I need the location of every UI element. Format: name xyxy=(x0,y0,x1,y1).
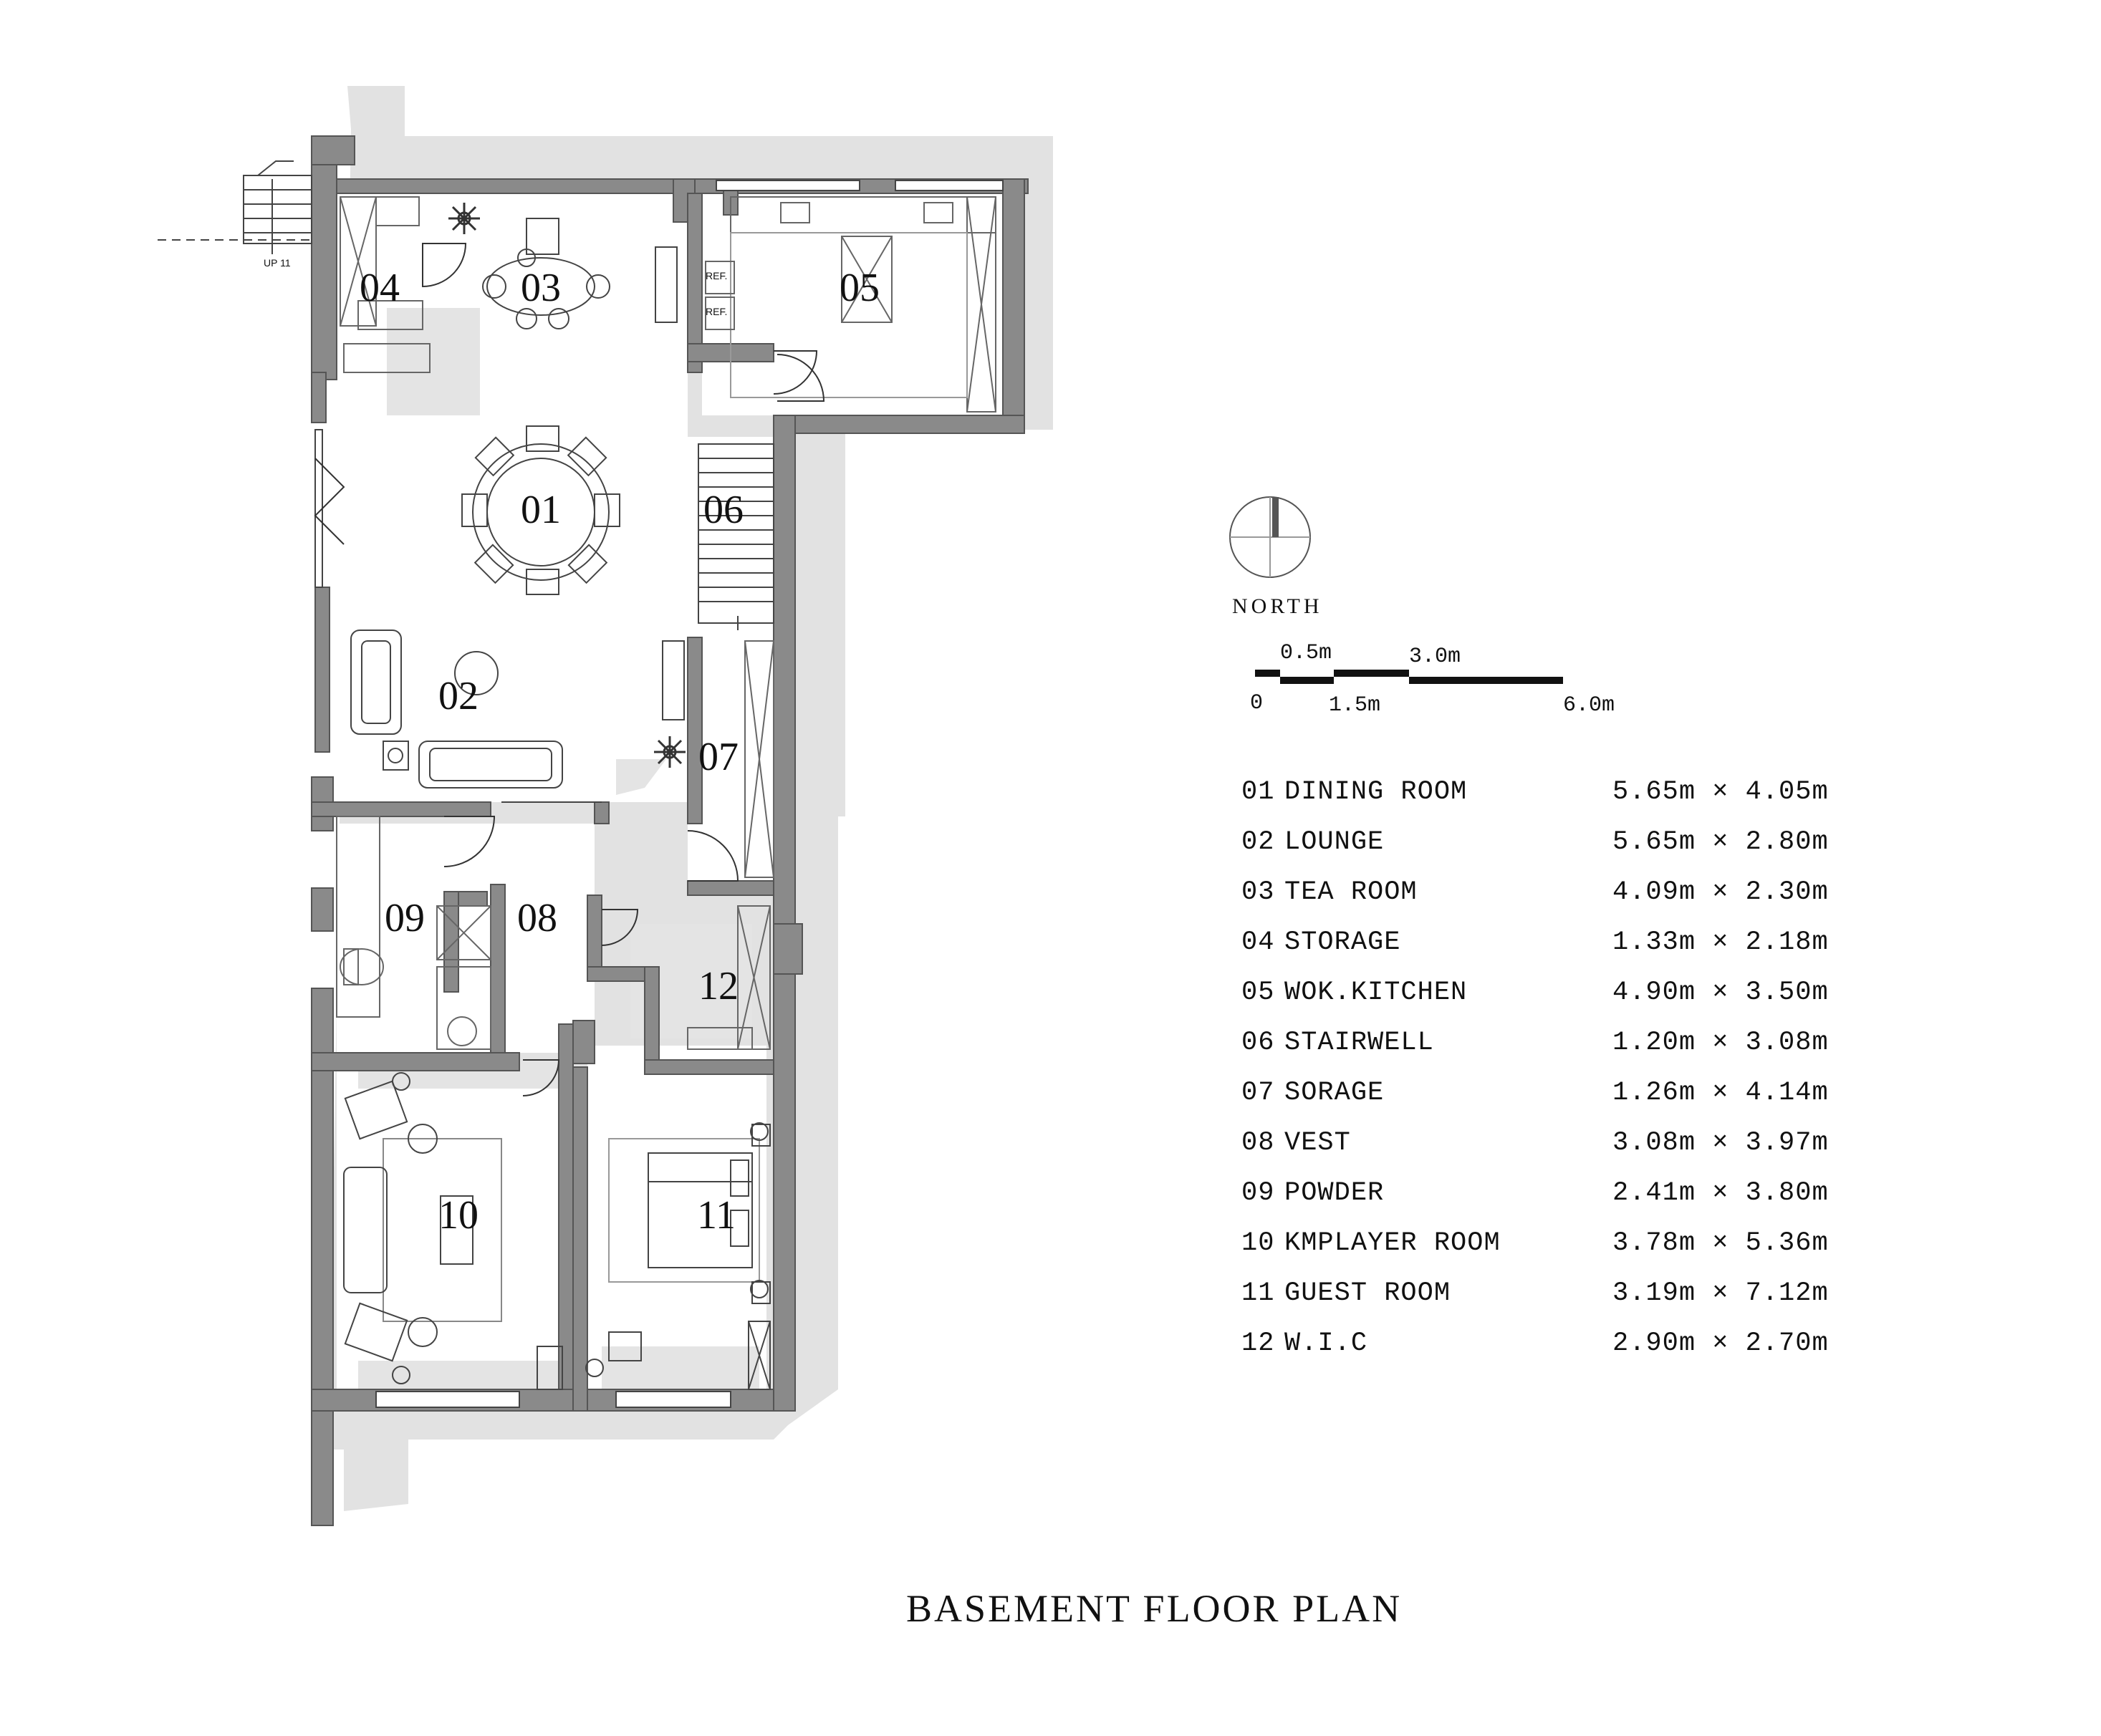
legend-row: 09 POWDER 2.41m × 3.80m xyxy=(1241,1178,1829,1228)
bed-icon xyxy=(585,1122,771,1390)
room-label-02: 02 xyxy=(438,674,479,718)
legend-code: 11 xyxy=(1241,1278,1275,1308)
wic-12-shelves xyxy=(687,905,771,1050)
room-label-04: 04 xyxy=(360,266,400,310)
round-table-icon xyxy=(461,425,620,595)
storage-04-cabinets xyxy=(340,196,431,373)
legend-name: VEST xyxy=(1284,1128,1351,1158)
legend-code: 02 xyxy=(1241,827,1275,857)
legend-code: 04 xyxy=(1241,927,1275,958)
legend-code: 08 xyxy=(1241,1128,1275,1158)
legend-name: W.I.C xyxy=(1284,1328,1368,1359)
legend-code: 05 xyxy=(1241,978,1275,1008)
legend-dims: 4.09m × 2.30m xyxy=(1612,877,1829,907)
room-legend: 01 DINING ROOM 5.65m × 4.05m 02 LOUNGE 5… xyxy=(1241,777,1829,1379)
legend-name: TEA ROOM xyxy=(1284,877,1418,907)
legend-code: 06 xyxy=(1241,1028,1275,1058)
legend-name: STAIRWELL xyxy=(1284,1028,1434,1058)
legend-row: 01 DINING ROOM 5.65m × 4.05m xyxy=(1241,777,1829,827)
scale-label-1-5m: 1.5m xyxy=(1329,693,1381,718)
legend-dims: 5.65m × 4.05m xyxy=(1612,777,1829,807)
room-label-11: 11 xyxy=(697,1193,736,1238)
room-label-03: 03 xyxy=(521,266,561,310)
room-label-06: 06 xyxy=(703,488,744,532)
north-label: NORTH xyxy=(1232,594,1323,618)
legend-dims: 2.41m × 3.80m xyxy=(1612,1178,1829,1208)
room-label-09: 09 xyxy=(385,896,425,940)
legend-row: 06 STAIRWELL 1.20m × 3.08m xyxy=(1241,1028,1829,1078)
scale-label-0-5m: 0.5m xyxy=(1280,641,1332,665)
room-label-05: 05 xyxy=(840,266,880,310)
legend-code: 01 xyxy=(1241,777,1275,807)
room-label-07: 07 xyxy=(698,735,739,779)
scale-label-3m: 3.0m xyxy=(1409,645,1461,669)
scale-bar xyxy=(1255,670,1563,684)
legend-name: LOUNGE xyxy=(1284,827,1385,857)
legend-row: 11 GUEST ROOM 3.19m × 7.12m xyxy=(1241,1278,1829,1328)
legend-dims: 1.26m × 4.14m xyxy=(1612,1078,1829,1108)
windows xyxy=(314,180,1004,1408)
legend-name: WOK.KITCHEN xyxy=(1284,978,1468,1008)
legend-code: 09 xyxy=(1241,1178,1275,1208)
legend-row: 04 STORAGE 1.33m × 2.18m xyxy=(1241,927,1829,978)
stair-note: UP 11 xyxy=(264,257,291,269)
scale-label-6m: 6.0m xyxy=(1563,693,1615,718)
legend-row: 07 SORAGE 1.26m × 4.14m xyxy=(1241,1078,1829,1128)
staircase-icon xyxy=(698,443,774,630)
room-10-furniture xyxy=(343,1072,563,1390)
legend-dims: 2.90m × 2.70m xyxy=(1612,1328,1829,1359)
tea-table-icon xyxy=(482,218,678,329)
room-label-01: 01 xyxy=(521,488,561,532)
appliance-label-1: REF. xyxy=(706,270,727,281)
legend-dims: 5.65m × 2.80m xyxy=(1612,827,1829,857)
legend-dims: 3.78m × 5.36m xyxy=(1612,1228,1829,1258)
kitchen-05-fixtures xyxy=(705,196,996,413)
legend-row: 10 KMPLAYER ROOM 3.78m × 5.36m xyxy=(1241,1228,1829,1278)
room-numbers: 01 02 03 04 05 06 07 08 09 10 11 12 xyxy=(360,266,880,1238)
legend-name: DINING ROOM xyxy=(1284,777,1468,807)
legend-code: 03 xyxy=(1241,877,1275,907)
legend-row: 08 VEST 3.08m × 3.97m xyxy=(1241,1128,1829,1178)
sofa-icon xyxy=(350,630,685,803)
legend-name: STORAGE xyxy=(1284,927,1401,958)
legend-name: SORAGE xyxy=(1284,1078,1385,1108)
legend-name: KMPLAYER ROOM xyxy=(1284,1228,1501,1258)
door-swing-icon xyxy=(314,243,825,1096)
plant-icon xyxy=(448,203,686,768)
legend-name: POWDER xyxy=(1284,1178,1385,1208)
room-label-08: 08 xyxy=(517,896,557,940)
legend-dims: 3.19m × 7.12m xyxy=(1612,1278,1829,1308)
north-compass-icon xyxy=(1229,496,1311,578)
legend-name: GUEST ROOM xyxy=(1284,1278,1451,1308)
exterior-stair-icon xyxy=(158,160,312,254)
legend-dims: 4.90m × 3.50m xyxy=(1612,978,1829,1008)
room-label-12: 12 xyxy=(698,964,739,1008)
toilet-icon xyxy=(340,948,384,985)
room-label-10: 10 xyxy=(438,1193,479,1238)
legend-dims: 1.33m × 2.18m xyxy=(1612,927,1829,958)
legend-row: 03 TEA ROOM 4.09m × 2.30m xyxy=(1241,877,1829,927)
plan-title: BASEMENT FLOOR PLAN xyxy=(906,1587,1403,1630)
legend-code: 10 xyxy=(1241,1228,1275,1258)
legend-row: 12 W.I.C 2.90m × 2.70m xyxy=(1241,1328,1829,1379)
powder-09-fixtures xyxy=(336,816,491,1050)
legend-row: 05 WOK.KITCHEN 4.90m × 3.50m xyxy=(1241,978,1829,1028)
scale-label-0: 0 xyxy=(1250,691,1264,715)
legend-row: 02 LOUNGE 5.65m × 2.80m xyxy=(1241,827,1829,877)
legend-code: 07 xyxy=(1241,1078,1275,1108)
legend-dims: 3.08m × 3.97m xyxy=(1612,1128,1829,1158)
appliance-label-2: REF. xyxy=(706,306,727,317)
legend-code: 12 xyxy=(1241,1328,1275,1359)
legend-dims: 1.20m × 3.08m xyxy=(1612,1028,1829,1058)
